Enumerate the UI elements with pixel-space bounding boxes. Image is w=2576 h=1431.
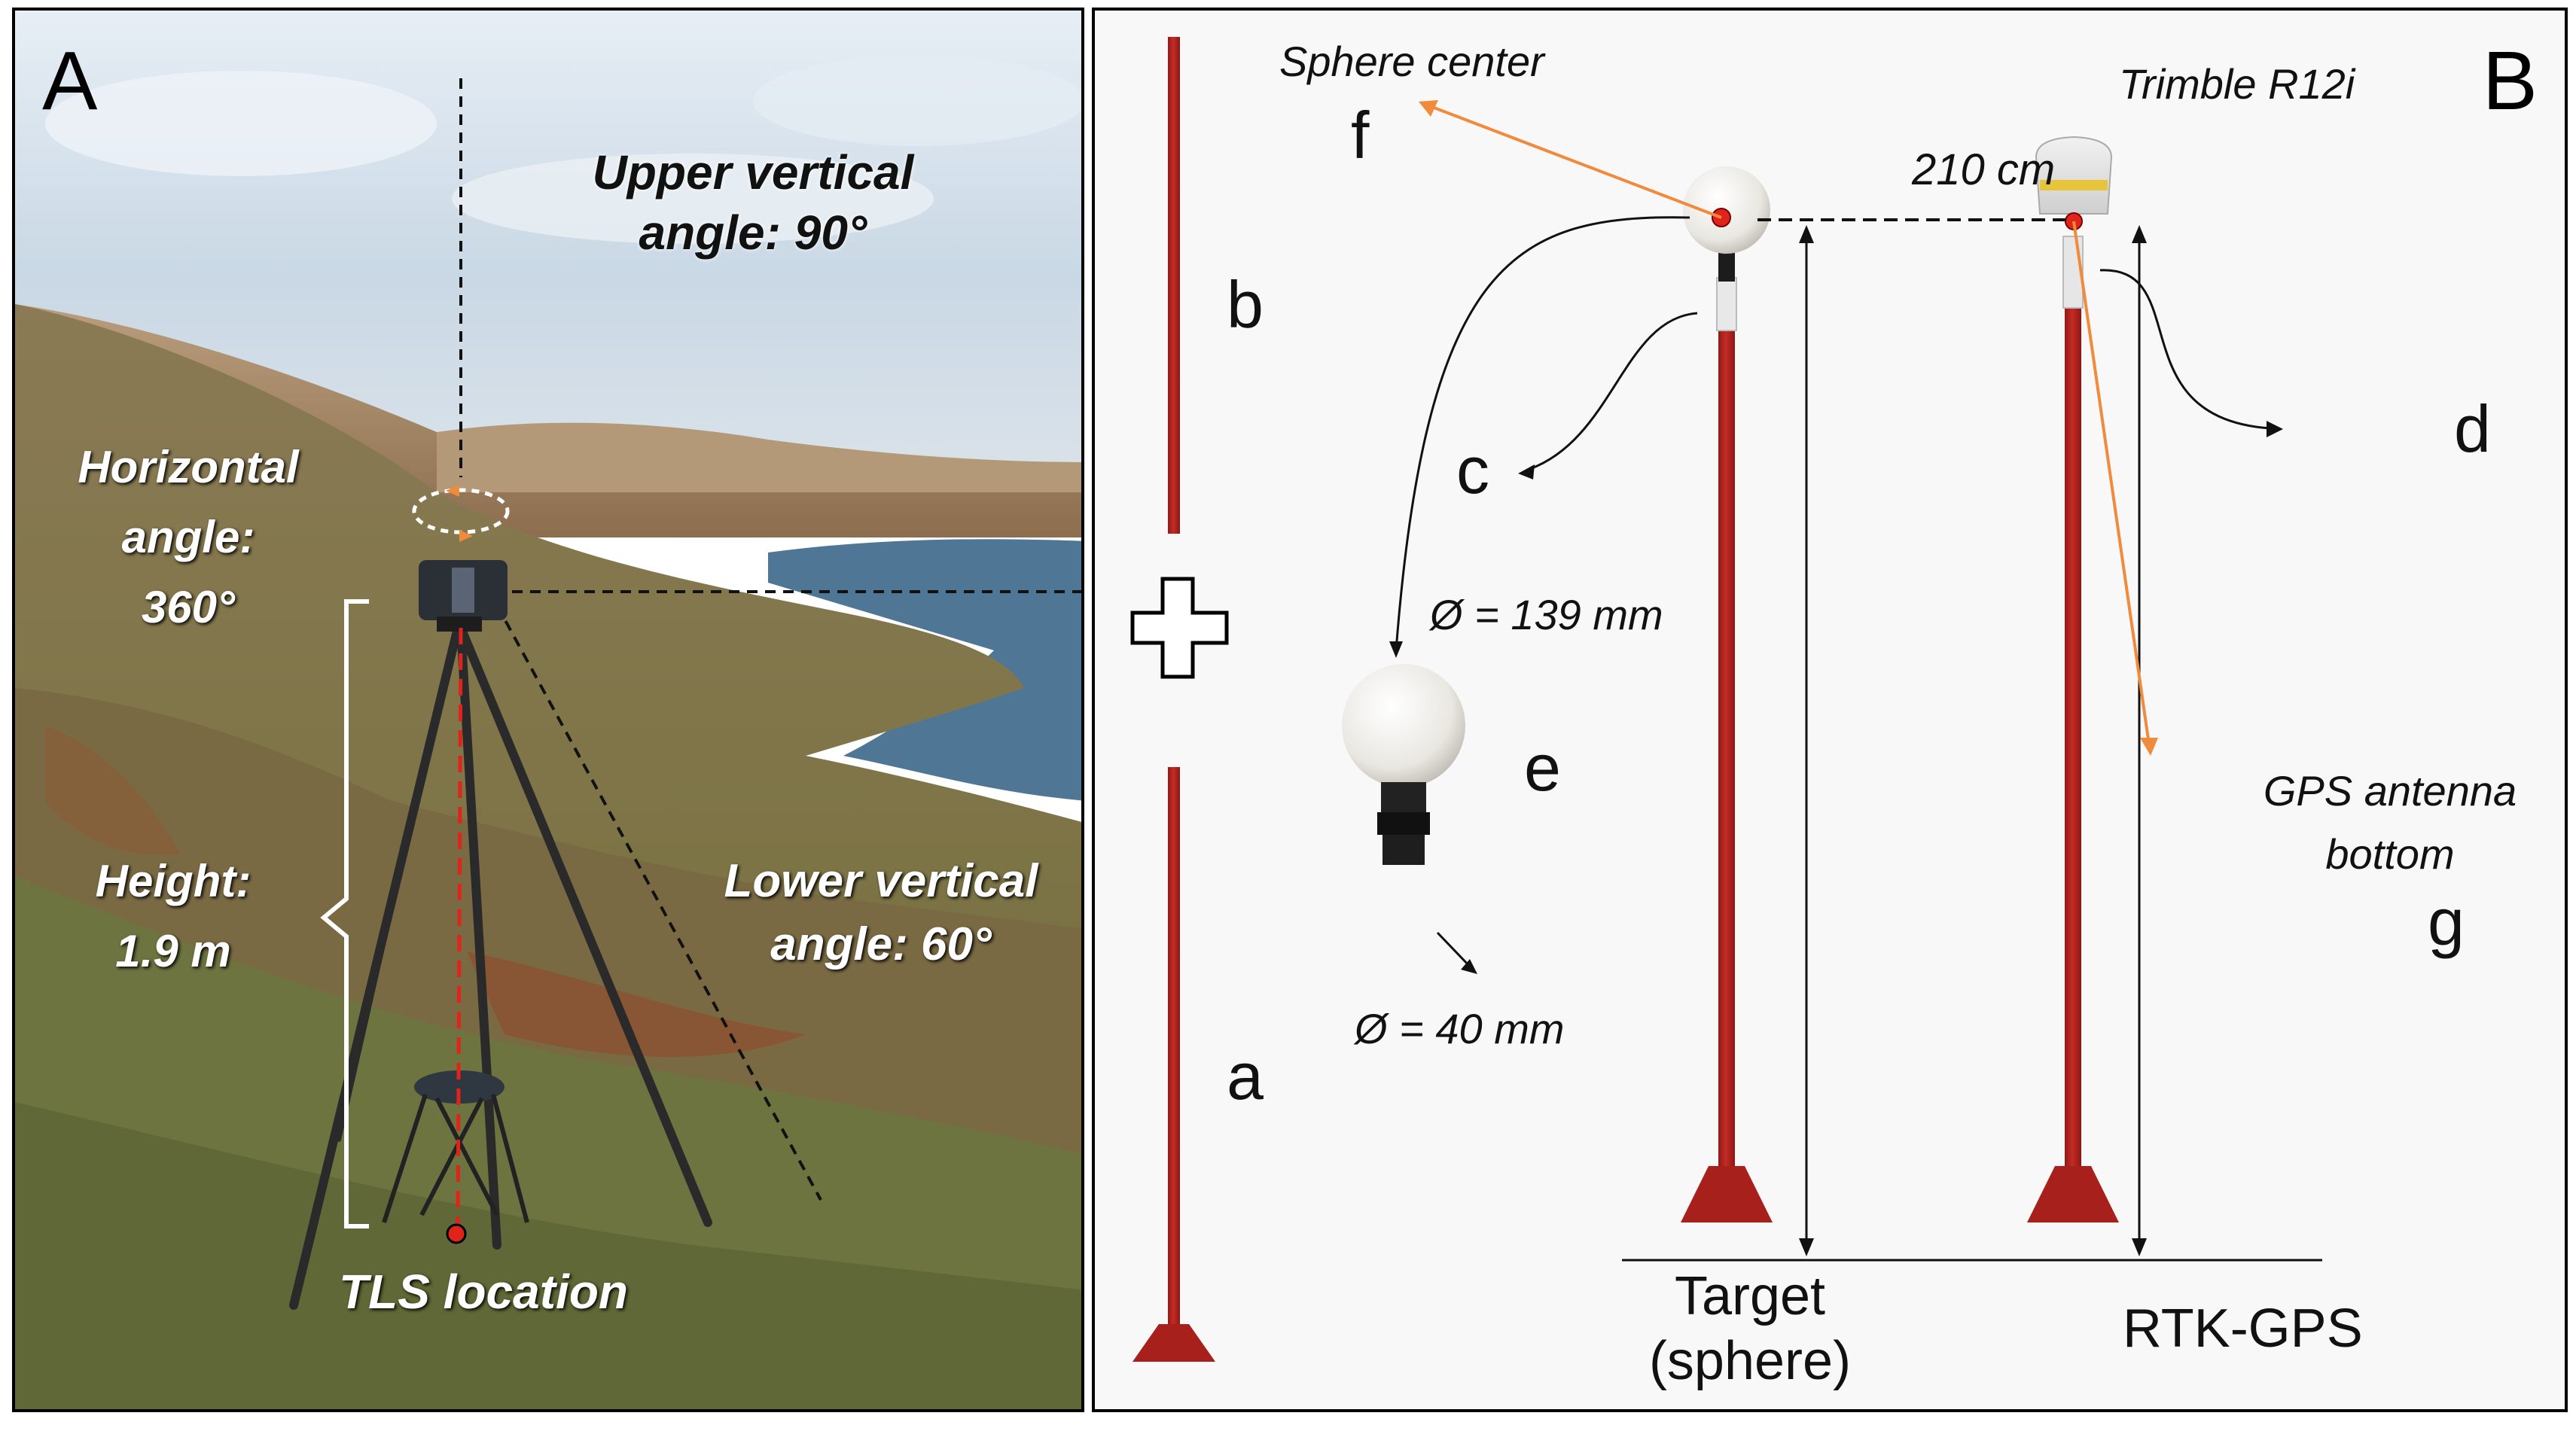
sphere-diameter-label: Ø = 139 mm — [1430, 591, 1663, 638]
sphere-center-label: Sphere center — [1279, 38, 1544, 85]
sea — [768, 539, 1081, 801]
letter-g: g — [2428, 884, 2465, 959]
plus-sign — [1130, 577, 1229, 679]
upper-vertical-angle-label: Upper vertical angle: 90° — [592, 145, 914, 260]
panel-b-diagram — [1130, 37, 2322, 1362]
tls-location-label: TLS location — [339, 1265, 628, 1319]
target-pole — [1718, 327, 1735, 1185]
letter-e: e — [1524, 730, 1561, 805]
panel-b-letter: B — [2482, 35, 2538, 127]
panel-a-scene — [15, 11, 1081, 1409]
pole-section-b — [1168, 37, 1180, 534]
horizontal-angle-label: Horizontal angle: 360° — [78, 442, 299, 632]
stool — [414, 1070, 505, 1104]
lower-vertical-angle-label: Lower vertical angle: 60° — [724, 855, 1038, 970]
letter-c: c — [1456, 433, 1489, 507]
trimble-label: Trimble R12i — [2119, 60, 2355, 108]
trimble-receiver — [2035, 135, 2113, 215]
pole-section-a — [1168, 767, 1180, 1324]
panel-a-letter: A — [42, 35, 98, 127]
gps-pole — [2065, 304, 2081, 1185]
loose-sphere — [1342, 664, 1465, 787]
rtk-gps-label: RTK-GPS — [2123, 1299, 2363, 1359]
panel-b-equipment: B Sphere center Trimble R12i 210 cm Ø = … — [1092, 8, 2568, 1412]
height-bracket — [320, 599, 369, 1229]
letter-d: d — [2454, 391, 2491, 466]
base-diameter-label: Ø = 40 mm — [1355, 1005, 1565, 1052]
height-label: Height: 1.9 m — [95, 856, 252, 976]
letter-b: b — [1227, 267, 1264, 342]
gps-antenna-bottom-label: GPS antenna bottom — [2263, 767, 2517, 878]
distance-label: 210 cm — [1912, 145, 2056, 194]
letter-a: a — [1227, 1039, 1264, 1113]
tripod — [289, 623, 712, 1310]
panel-a-photo: A Upper vertical angle: 90° Horizontal a… — [12, 8, 1084, 1412]
letter-f: f — [1351, 98, 1370, 172]
target-sphere-label: Target (sphere) — [1648, 1266, 1852, 1392]
